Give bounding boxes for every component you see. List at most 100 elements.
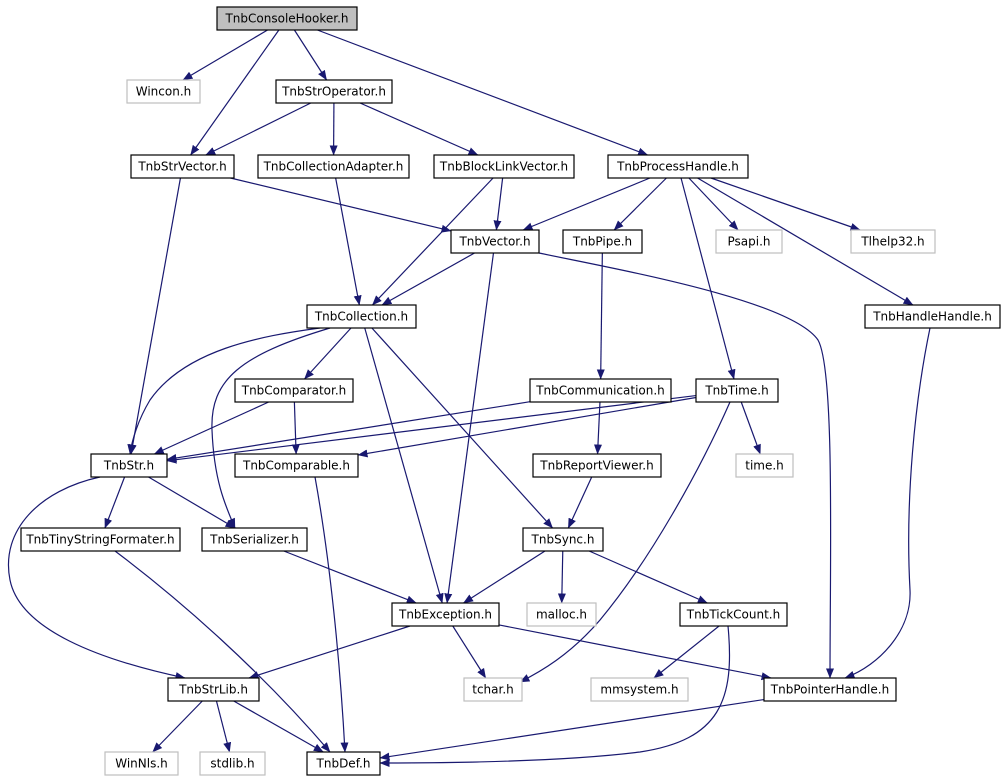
node-collection[interactable]: TnbCollection.h [306,304,417,329]
edge-processhandle-to-psapi [688,177,739,231]
edge-sync-to-malloc [557,550,566,604]
edge-arrow [359,102,479,156]
node-pointerhandle[interactable]: TnbPointerHandle.h [763,677,897,702]
edge-pipe-to-communication [596,252,605,380]
edge-arrow [293,29,328,81]
node-label: TnbProcessHandle.h [616,160,739,174]
edge-processhandle-to-time [680,177,736,380]
node-comparable[interactable]: TnbComparable.h [234,453,359,478]
edge-str-to-strlib [7,476,186,680]
edge-arrow [680,177,736,380]
node-label: TnbCollection.h [314,310,408,324]
node-label: mmsystem.h [600,683,678,697]
edge-sync-to-exception [463,550,546,604]
edge-arrow [190,29,280,156]
edge-arrow [291,401,300,455]
node-time[interactable]: TnbTime.h [695,378,779,403]
node-serializer[interactable]: TnbSerializer.h [201,527,308,552]
node-box [20,527,181,552]
edge-vector-to-collection [381,252,475,306]
edge-handlehandle-to-pointerhandle [844,327,931,679]
edge-strlib-to-stdlib [215,700,232,753]
node-stroperator[interactable]: TnbStrOperator.h [275,79,393,104]
node-box [126,79,201,104]
edge-blocklinkvector-to-collection [371,177,494,306]
node-label: TnbStrOperator.h [281,85,386,99]
node-label: TnbConsoleHooker.h [224,12,348,26]
node-vector[interactable]: TnbVector.h [450,229,540,254]
edge-arrow [211,327,331,529]
node-strvector[interactable]: TnbStrVector.h [130,154,235,179]
node-collectionadapter[interactable]: TnbCollectionAdapter.h [257,154,410,179]
node-label: TnbHandleHandle.h [872,310,992,324]
node-consolehooker[interactable]: TnbConsoleHooker.h [216,6,358,31]
node-label: TnbReportViewer.h [539,459,653,473]
edge-arrow [104,476,126,529]
node-sync[interactable]: TnbSync.h [522,527,604,552]
node-handlehandle[interactable]: TnbHandleHandle.h [864,304,1001,329]
edge-processhandle-to-vector [522,177,651,231]
edge-pointerhandle-to-def [379,698,765,761]
node-malloc[interactable]: malloc.h [526,602,597,627]
node-box [526,602,597,627]
node-wincon[interactable]: Wincon.h [126,79,201,104]
node-label: tchar.h [472,683,514,697]
edge-arrow [444,252,495,604]
edge-processhandle-to-pipe [613,177,667,231]
edge-exception-to-tchar [452,625,487,679]
node-tickcount[interactable]: TnbTickCount.h [679,602,788,627]
edge-arrow [379,698,765,761]
edge-arrow [452,625,487,679]
node-label: Psapi.h [727,235,770,249]
edge-processhandle-to-tlhelp32 [710,177,861,231]
node-blocklinkvector[interactable]: TnbBlockLinkVector.h [433,154,575,179]
edge-arrow [498,624,772,681]
node-processhandle[interactable]: TnbProcessHandle.h [607,154,749,179]
node-stdlib[interactable]: stdlib.h [199,751,266,776]
node-comparator[interactable]: TnbComparator.h [234,378,354,403]
node-strlib[interactable]: TnbStrLib.h [167,677,260,702]
edge-arrow [215,700,232,753]
edge-arrow [7,476,186,680]
edge-collectionadapter-to-collection [335,177,362,306]
node-box [864,304,1001,329]
edge-arrow [128,177,182,455]
edge-arrow [166,401,531,462]
node-label: TnbTime.h [704,384,768,398]
node-label: TnbException.h [398,608,492,622]
node-box [695,378,779,403]
node-communication[interactable]: TnbCommunication.h [529,378,672,403]
edge-consolehooker-to-strvector [190,29,280,156]
node-timeh[interactable]: time.h [735,453,794,478]
node-mmsystem[interactable]: mmsystem.h [590,677,689,702]
node-pipe[interactable]: TnbPipe.h [562,229,643,254]
node-str[interactable]: TnbStr.h [90,453,168,478]
node-reportviewer[interactable]: TnbReportViewer.h [532,453,662,478]
node-tlhelp32[interactable]: Tlhelp32.h [850,229,936,254]
edge-arrow [317,29,649,156]
node-psapi[interactable]: Psapi.h [715,229,783,254]
node-box [562,229,643,254]
edge-serializer-to-exception [283,550,417,604]
edge-time-to-comparable [357,396,697,458]
node-box [532,453,662,478]
edge-tickcount-to-def [379,625,731,767]
node-tinystringformater[interactable]: TnbTinyStringFormater.h [20,527,181,552]
node-box [306,751,381,776]
edge-arrow [379,625,731,767]
node-label: TnbCommunication.h [535,384,665,398]
edge-arrow [557,550,566,604]
node-def[interactable]: TnbDef.h [306,751,381,776]
edge-arrow [314,476,349,753]
edge-arrow [205,102,312,156]
node-box [257,154,410,179]
edge-arrow [593,401,602,455]
node-exception[interactable]: TnbException.h [391,602,500,627]
node-winnls[interactable]: WinNls.h [104,751,179,776]
edge-strvector-to-str [128,177,182,455]
node-box [463,677,523,702]
edge-arrow [588,550,708,604]
node-tchar[interactable]: tchar.h [463,677,523,702]
edge-processhandle-to-handlehandle [697,177,914,306]
edge-arrow [153,401,269,455]
